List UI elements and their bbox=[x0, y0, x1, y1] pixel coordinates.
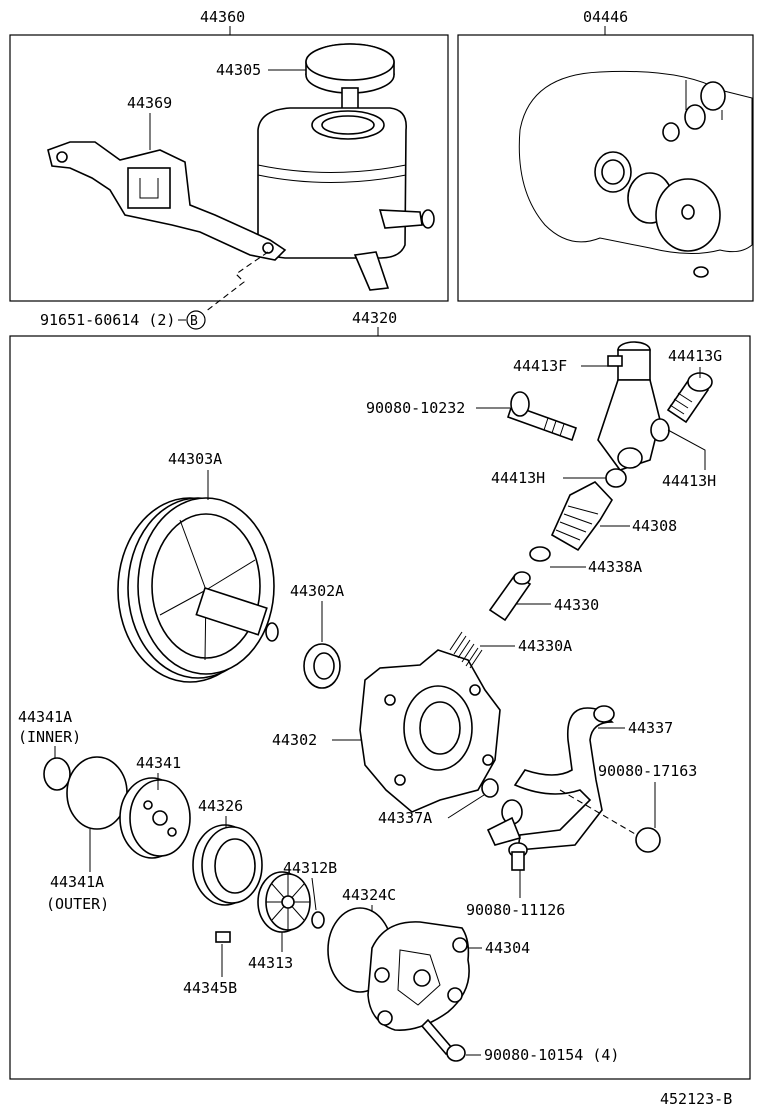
label-44345b: 44345B bbox=[183, 979, 237, 997]
header-44320: 44320 bbox=[352, 309, 397, 327]
housing-bolt-drawing bbox=[420, 1018, 466, 1062]
label-44305: 44305 bbox=[216, 61, 261, 79]
label-44337: 44337 bbox=[628, 719, 673, 737]
suction-pipe-drawing bbox=[486, 705, 615, 851]
label-44369: 44369 bbox=[127, 94, 172, 112]
label-44341: 44341 bbox=[136, 754, 181, 772]
union-bolt-drawing bbox=[666, 372, 713, 424]
cam-ring-drawing bbox=[192, 824, 263, 906]
header-44360: 44360 bbox=[200, 8, 245, 26]
label-44341a-inner-note: (INNER) bbox=[18, 728, 81, 746]
label-44302: 44302 bbox=[272, 731, 317, 749]
gasket-kit-drawing bbox=[518, 70, 753, 278]
rotor-drawing bbox=[257, 871, 311, 933]
o-ring-inner-drawing bbox=[43, 757, 71, 791]
label-44330a: 44330A bbox=[518, 637, 572, 655]
union-bolt-small-drawing bbox=[508, 842, 528, 871]
label-44303a: 44303A bbox=[168, 450, 222, 468]
flow-control-valve-drawing bbox=[488, 571, 532, 622]
long-bolt-drawing bbox=[506, 391, 578, 442]
gasket-left-drawing bbox=[605, 468, 627, 488]
label-44341a-inner: 44341A bbox=[18, 708, 72, 726]
vane-plate-drawing bbox=[215, 931, 231, 943]
figure-number: 452123-B bbox=[660, 1090, 732, 1108]
valve-spring-drawing bbox=[449, 631, 483, 669]
o-ring-plug-drawing bbox=[529, 546, 551, 562]
oil-seal-drawing bbox=[303, 643, 341, 689]
pump-housing-drawing bbox=[359, 649, 501, 813]
label-44313: 44313 bbox=[248, 954, 293, 972]
marker-circle-b bbox=[186, 310, 206, 330]
rear-housing-drawing bbox=[367, 921, 470, 1031]
marker-b: B bbox=[190, 314, 198, 329]
pipe-bolt-drawing bbox=[635, 827, 661, 853]
label-44338a: 44338A bbox=[588, 558, 642, 576]
label-44330: 44330 bbox=[554, 596, 599, 614]
reservoir-cap-drawing bbox=[305, 43, 395, 115]
side-plate-drawing bbox=[119, 777, 191, 859]
label-90080-10232: 90080-10232 bbox=[366, 399, 465, 417]
label-91651-60614: 91651-60614 (2) bbox=[40, 311, 175, 329]
header-04446: 04446 bbox=[583, 8, 628, 26]
reservoir-bracket-drawing bbox=[47, 141, 287, 261]
label-44413h-right: 44413H bbox=[662, 472, 716, 490]
bolt-leader-dashed bbox=[204, 251, 269, 313]
label-90080-11126: 90080-11126 bbox=[466, 901, 565, 919]
label-44413h-left: 44413H bbox=[491, 469, 545, 487]
label-90080-17163: 90080-17163 bbox=[598, 762, 697, 780]
label-44326: 44326 bbox=[198, 797, 243, 815]
flow-control-plug-drawing bbox=[550, 481, 613, 552]
snap-ring-drawing bbox=[311, 911, 325, 929]
suction-o-ring-drawing bbox=[481, 778, 499, 798]
pump-assembly-frame bbox=[9, 335, 751, 1080]
label-44341a-outer: 44341A bbox=[50, 873, 104, 891]
reservoir-tank-drawing bbox=[257, 107, 435, 291]
label-44312b: 44312B bbox=[283, 859, 337, 877]
label-44413g: 44413G bbox=[668, 347, 722, 365]
union-fitting-drawing bbox=[597, 341, 661, 471]
label-44302a: 44302A bbox=[290, 582, 344, 600]
gasket-right-drawing bbox=[650, 418, 670, 442]
reservoir-frame bbox=[9, 34, 449, 302]
label-44341a-outer-note: (OUTER) bbox=[46, 895, 109, 913]
label-44324c: 44324C bbox=[342, 886, 396, 904]
label-44308: 44308 bbox=[632, 517, 677, 535]
label-44337a: 44337A bbox=[378, 809, 432, 827]
label-90080-10154: 90080-10154 (4) bbox=[484, 1046, 619, 1064]
label-44413f: 44413F bbox=[513, 357, 567, 375]
pipe-bolt-leader-dashed bbox=[559, 789, 643, 839]
o-ring-outer-drawing bbox=[66, 756, 128, 830]
label-44304: 44304 bbox=[485, 939, 530, 957]
pulley-drawing bbox=[117, 497, 279, 683]
